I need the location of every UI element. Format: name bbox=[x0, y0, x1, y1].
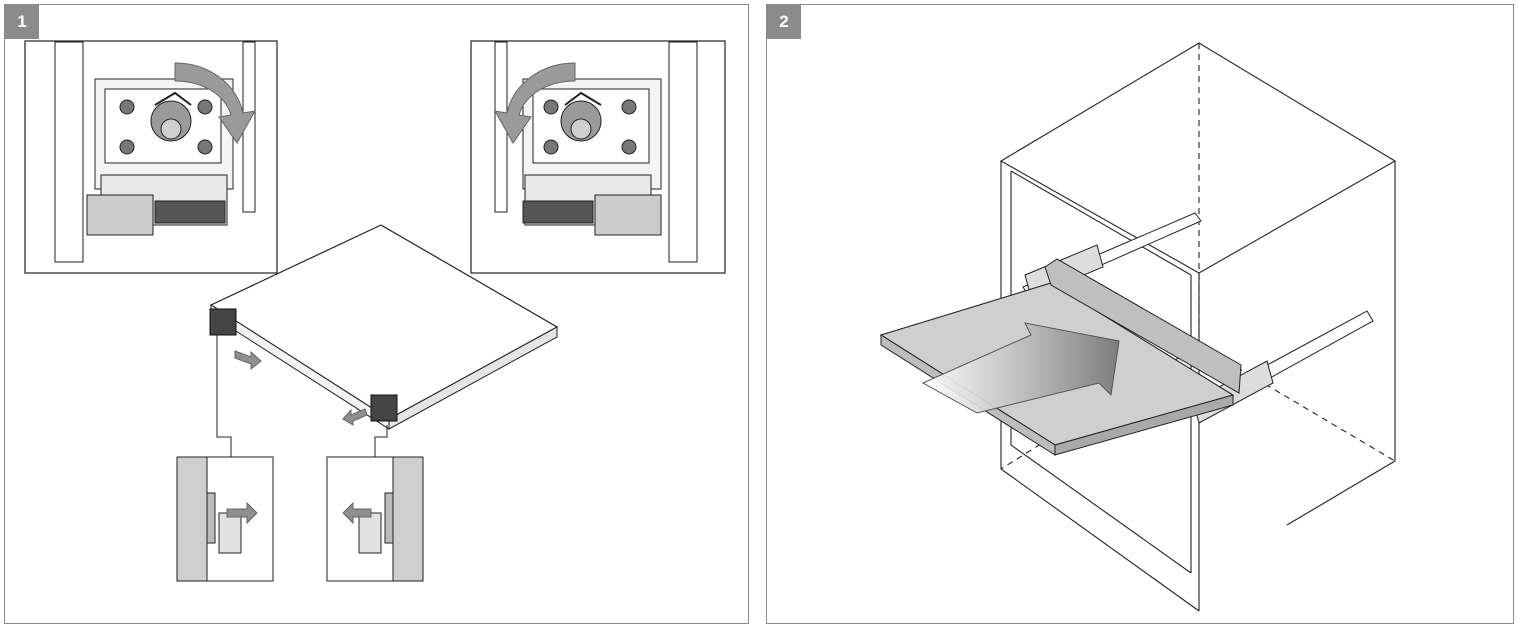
step-1-badge: 1 bbox=[5, 5, 39, 39]
arrow-right-icon bbox=[234, 350, 262, 371]
lock-detail-right bbox=[470, 40, 726, 274]
step-2-badge: 2 bbox=[767, 5, 801, 39]
adjust-detail-left bbox=[176, 456, 274, 582]
step-2-panel: 2 bbox=[766, 4, 1514, 624]
drawer-shelf bbox=[209, 224, 559, 457]
step-2-illustration bbox=[879, 42, 1397, 612]
lock-detail-left bbox=[24, 40, 278, 274]
step-1-illustration bbox=[24, 40, 726, 582]
adjust-detail-right bbox=[326, 456, 424, 582]
rotate-left-icon bbox=[494, 62, 576, 144]
rotate-right-icon bbox=[174, 62, 256, 144]
push-arrow-icon bbox=[921, 322, 1120, 414]
step-1-panel: 1 bbox=[4, 4, 749, 624]
arrow-left-icon bbox=[342, 408, 368, 426]
